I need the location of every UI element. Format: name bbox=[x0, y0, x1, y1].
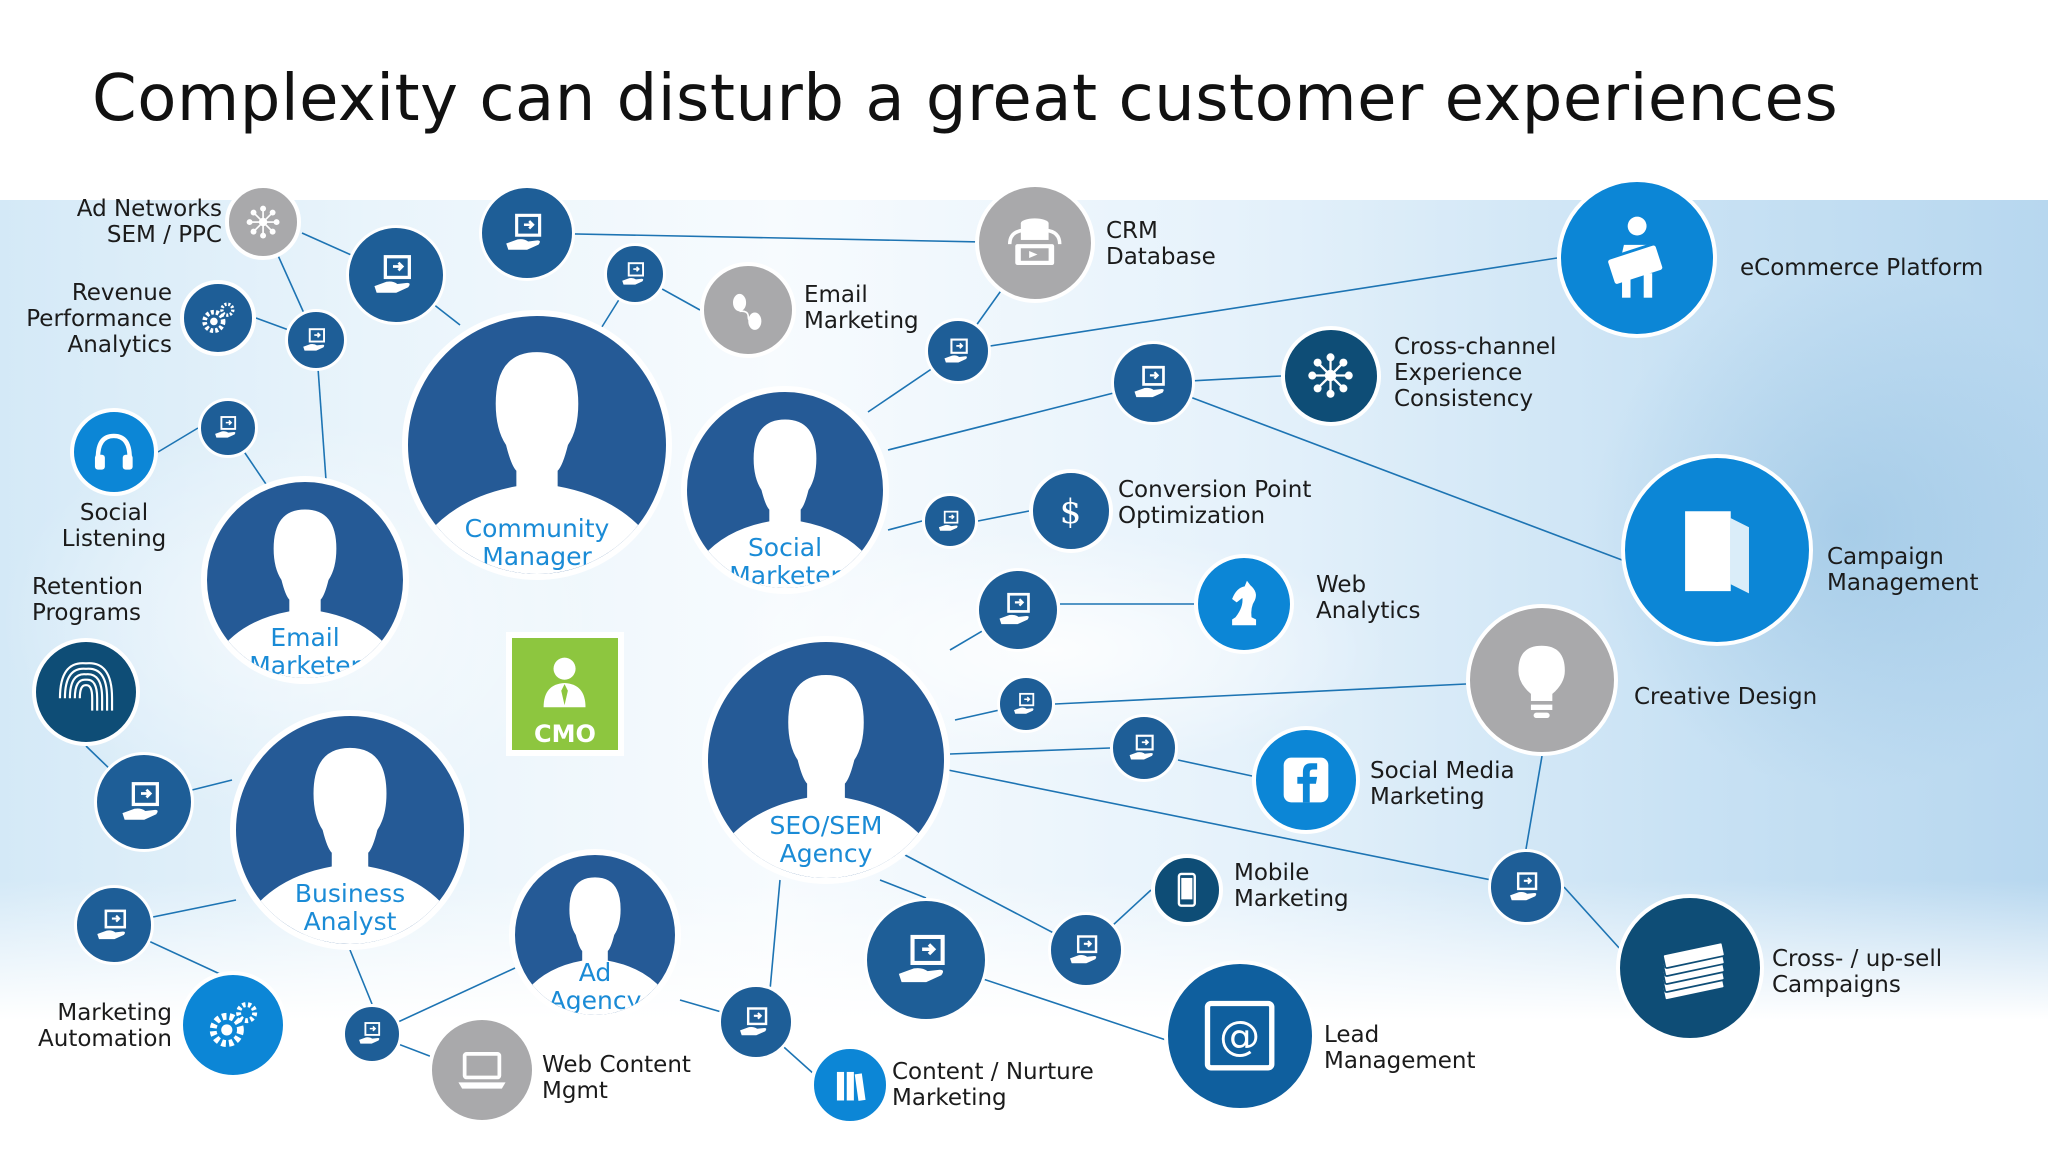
person-silhouette-icon bbox=[222, 509, 388, 678]
person-label: Community Manager bbox=[464, 514, 610, 571]
gears-icon[interactable] bbox=[179, 971, 287, 1079]
person-email-marketer[interactable]: Email Marketer bbox=[201, 476, 409, 684]
channel-label-web-analytics: Web Analytics bbox=[1316, 572, 1421, 624]
folder-icon[interactable] bbox=[1621, 454, 1813, 646]
chess-knight-icon[interactable] bbox=[1194, 554, 1294, 654]
channel-label-social-media-marketing: Social Media Marketing bbox=[1370, 758, 1515, 810]
headphones-icon[interactable] bbox=[70, 408, 158, 496]
channel-label-email-marketing: Email Marketing bbox=[804, 282, 919, 334]
connector-line bbox=[887, 382, 1154, 451]
person-label: Email Marketer bbox=[249, 623, 361, 680]
channel-label-lead-management: Lead Management bbox=[1324, 1022, 1476, 1074]
channel-label-conversion-point: Conversion Point Optimization bbox=[1118, 477, 1312, 529]
laptop-icon[interactable] bbox=[428, 1016, 536, 1124]
connector-line bbox=[949, 747, 1111, 755]
connector-line bbox=[957, 257, 1558, 352]
database-icon[interactable] bbox=[975, 183, 1095, 303]
hand-document-hub-icon bbox=[285, 309, 347, 371]
hand-document-hub-icon bbox=[997, 675, 1055, 733]
dollar-plug-icon[interactable]: $ bbox=[1029, 469, 1113, 553]
channel-label-cross-channel: Cross-channel Experience Consistency bbox=[1394, 334, 1557, 412]
person-silhouette-icon bbox=[527, 877, 663, 1015]
facebook-icon[interactable] bbox=[1252, 726, 1360, 834]
connector-line bbox=[1054, 683, 1467, 705]
mobile-phone-icon[interactable] bbox=[1151, 854, 1223, 926]
channel-label-campaign-management: Campaign Management bbox=[1827, 544, 1979, 596]
channel-label-content-nurture: Content / Nurture Marketing bbox=[892, 1059, 1094, 1111]
hand-document-hub-icon bbox=[1048, 912, 1124, 988]
hand-document-hub-icon bbox=[864, 898, 988, 1022]
svg-text:$: $ bbox=[1060, 492, 1082, 531]
hand-document-hub-icon bbox=[342, 1004, 402, 1064]
channel-label-marketing-automation: Marketing Automation bbox=[38, 1000, 172, 1052]
connector-line bbox=[887, 520, 923, 531]
hand-document-hub-icon bbox=[976, 568, 1060, 652]
connector-line bbox=[977, 510, 1030, 522]
person-silhouette-icon bbox=[726, 675, 926, 878]
channel-label-web-content-mgmt: Web Content Mgmt bbox=[542, 1052, 691, 1104]
person-silhouette-icon bbox=[254, 747, 446, 944]
person-label: SEO/SEM Agency bbox=[769, 811, 883, 868]
money-stack-icon[interactable] bbox=[1616, 894, 1764, 1042]
channel-label-retention-programs: Retention Programs bbox=[32, 574, 143, 626]
channel-label-mobile-marketing: Mobile Marketing bbox=[1234, 860, 1349, 912]
hand-document-hub-icon bbox=[74, 885, 154, 965]
hand-document-hub-icon bbox=[1110, 714, 1178, 782]
channel-label-ecommerce-platform: eCommerce Platform bbox=[1740, 255, 1984, 281]
hand-document-hub-icon bbox=[718, 984, 794, 1060]
connector-line bbox=[1525, 755, 1543, 850]
person-label: Business Analyst bbox=[294, 879, 406, 936]
page-title: Complexity can disturb a great customer … bbox=[92, 62, 1839, 136]
connector-line bbox=[157, 427, 199, 453]
books-icon[interactable] bbox=[810, 1045, 890, 1125]
hand-document-hub-icon bbox=[198, 398, 258, 458]
connector-line bbox=[526, 232, 1036, 244]
shopper-card-icon[interactable] bbox=[1557, 178, 1717, 338]
cmo-badge[interactable]: CMO bbox=[506, 632, 624, 756]
person-label: Ad Agency bbox=[548, 958, 642, 1015]
network-icon[interactable] bbox=[1281, 326, 1381, 426]
person-ad-agency[interactable]: Ad Agency bbox=[509, 849, 681, 1021]
channel-label-social-listening: Social Listening bbox=[61, 500, 167, 552]
lightbulb-icon[interactable] bbox=[1466, 604, 1618, 756]
hand-document-hub-icon bbox=[922, 493, 978, 549]
mouse-icon[interactable] bbox=[700, 262, 796, 358]
at-sign-icon[interactable]: @ bbox=[1164, 960, 1316, 1112]
hand-document-hub-icon bbox=[94, 752, 194, 852]
gears-icon[interactable] bbox=[180, 280, 256, 356]
svg-text:@: @ bbox=[1219, 1012, 1260, 1060]
person-silhouette-icon bbox=[702, 419, 868, 588]
cmo-person-icon bbox=[544, 657, 586, 707]
hand-document-hub-icon bbox=[925, 318, 991, 384]
connector-line bbox=[769, 879, 781, 991]
hand-document-hub-icon bbox=[1488, 849, 1564, 925]
connector-line bbox=[1152, 382, 1623, 561]
hand-document-hub-icon bbox=[1111, 341, 1195, 425]
channel-label-creative-design: Creative Design bbox=[1634, 684, 1818, 710]
person-business-analyst[interactable]: Business Analyst bbox=[230, 710, 470, 950]
person-social-marketer[interactable]: Social Marketer bbox=[681, 386, 889, 594]
fingerprint-icon[interactable] bbox=[32, 638, 140, 746]
connector-line bbox=[879, 879, 927, 899]
channel-label-revenue-performance: Revenue Performance Analytics bbox=[26, 280, 172, 358]
channel-label-ad-networks: Ad Networks SEM / PPC bbox=[76, 196, 222, 248]
cmo-label: CMO bbox=[534, 720, 596, 748]
person-silhouette-icon bbox=[428, 352, 646, 574]
person-community-manager[interactable]: Community Manager bbox=[402, 310, 672, 580]
hand-document-hub-icon bbox=[604, 243, 666, 305]
network-icon[interactable] bbox=[225, 184, 301, 260]
channel-label-crm-database: CRM Database bbox=[1106, 218, 1216, 270]
channel-label-cross-up-sell: Cross- / up-sell Campaigns bbox=[1772, 946, 1943, 998]
connector-line bbox=[349, 949, 373, 1005]
hand-document-hub-icon bbox=[479, 185, 575, 281]
hand-document-hub-icon bbox=[346, 225, 446, 325]
connector-line bbox=[1177, 759, 1253, 777]
person-label: Social Marketer bbox=[729, 533, 841, 590]
connector-line bbox=[947, 769, 1527, 888]
person-seo-sem-agency[interactable]: SEO/SEM Agency bbox=[702, 636, 950, 884]
